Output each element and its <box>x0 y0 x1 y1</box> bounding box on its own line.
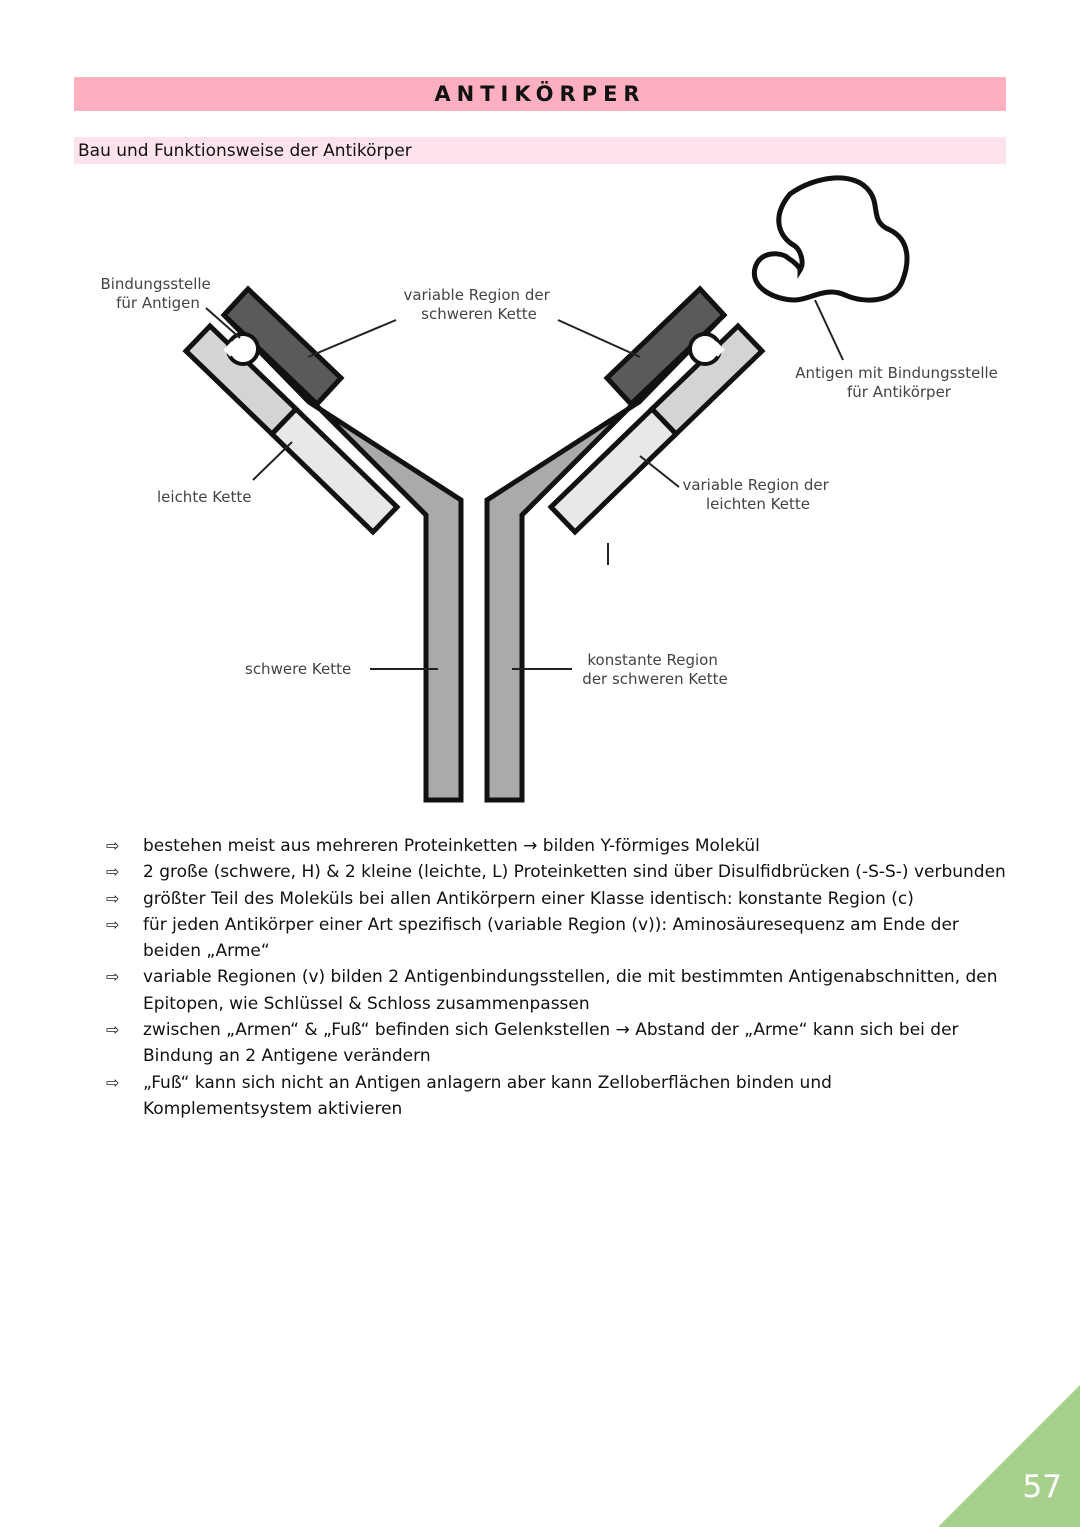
label-antigen: Antigen mit Bindungsstelle für Antikörpe… <box>795 364 1002 401</box>
binding-pocket-right <box>688 332 725 366</box>
title-bar: ANTIKÖRPER <box>74 77 1006 111</box>
label-variable-heavy: variable Region der schweren Kette <box>403 286 554 323</box>
hollow-arrow-icon: ⇨ <box>106 862 120 882</box>
list-item: ⇨ bestehen meist aus mehreren Proteinket… <box>106 833 1006 859</box>
label-binding-site: Bindungsstelle für Antigen <box>100 275 215 312</box>
hollow-arrow-icon: ⇨ <box>106 1020 120 1040</box>
label-heavy-chain: schwere Kette <box>245 660 351 678</box>
section-heading: Bau und Funktionsweise der Antikörper <box>78 140 412 161</box>
list-item: ⇨ größter Teil des Moleküls bei allen An… <box>106 886 1006 912</box>
section-heading-bar: Bau und Funktionsweise der Antikörper <box>74 137 1006 164</box>
antigen-shape <box>751 175 910 303</box>
hollow-arrow-icon: ⇨ <box>106 914 120 934</box>
bullet-list: ⇨ bestehen meist aus mehreren Proteinket… <box>106 833 1006 1122</box>
list-item-text: bestehen meist aus mehreren Proteinkette… <box>143 836 760 856</box>
variable-heavy-region-right <box>603 285 728 408</box>
list-item-text: größter Teil des Moleküls bei allen Anti… <box>143 888 914 909</box>
list-item: ⇨ variable Regionen (v) bilden 2 Antigen… <box>106 964 1006 1017</box>
list-item-text: zwischen „Armen“ & „Fuß“ befinden sich G… <box>143 1020 959 1067</box>
list-item-text: 2 große (schwere, H) & 2 kleine (leichte… <box>143 862 1006 883</box>
list-item-text: „Fuß“ kann sich nicht an Antigen anlager… <box>143 1072 832 1119</box>
list-item: ⇨ zwischen „Armen“ & „Fuß“ befinden sich… <box>106 1017 1006 1070</box>
hollow-arrow-icon: ⇨ <box>106 1072 120 1092</box>
list-item: ⇨ „Fuß“ kann sich nicht an Antigen anlag… <box>106 1070 1006 1123</box>
binding-pocket-left <box>223 332 260 366</box>
antibody-diagram: Bindungsstelle für Antigen variable Regi… <box>100 175 1002 803</box>
variable-heavy-region-left <box>220 285 345 408</box>
list-item: ⇨ für jeden Antikörper einer Art spezifi… <box>106 912 1006 965</box>
page-title: ANTIKÖRPER <box>434 82 646 106</box>
hollow-arrow-icon: ⇨ <box>106 836 120 855</box>
hollow-arrow-icon: ⇨ <box>106 888 120 908</box>
light-chain-right <box>547 322 766 536</box>
label-variable-light: variable Region der leichten Kette <box>682 476 833 513</box>
page-number: 57 <box>1022 1469 1062 1505</box>
light-chain-left <box>182 322 401 536</box>
list-item-text: für jeden Antikörper einer Art spezifisc… <box>143 914 959 962</box>
label-light-chain: leichte Kette <box>157 488 252 506</box>
label-constant-heavy: konstante Region der schweren Kette <box>582 651 727 688</box>
page-corner-triangle <box>938 1385 1080 1527</box>
list-item-text: variable Regionen (v) bilden 2 Antigenbi… <box>143 967 998 1014</box>
list-item: ⇨ 2 große (schwere, H) & 2 kleine (leich… <box>106 859 1006 885</box>
hollow-arrow-icon: ⇨ <box>106 967 120 987</box>
leader-lines <box>205 299 844 670</box>
